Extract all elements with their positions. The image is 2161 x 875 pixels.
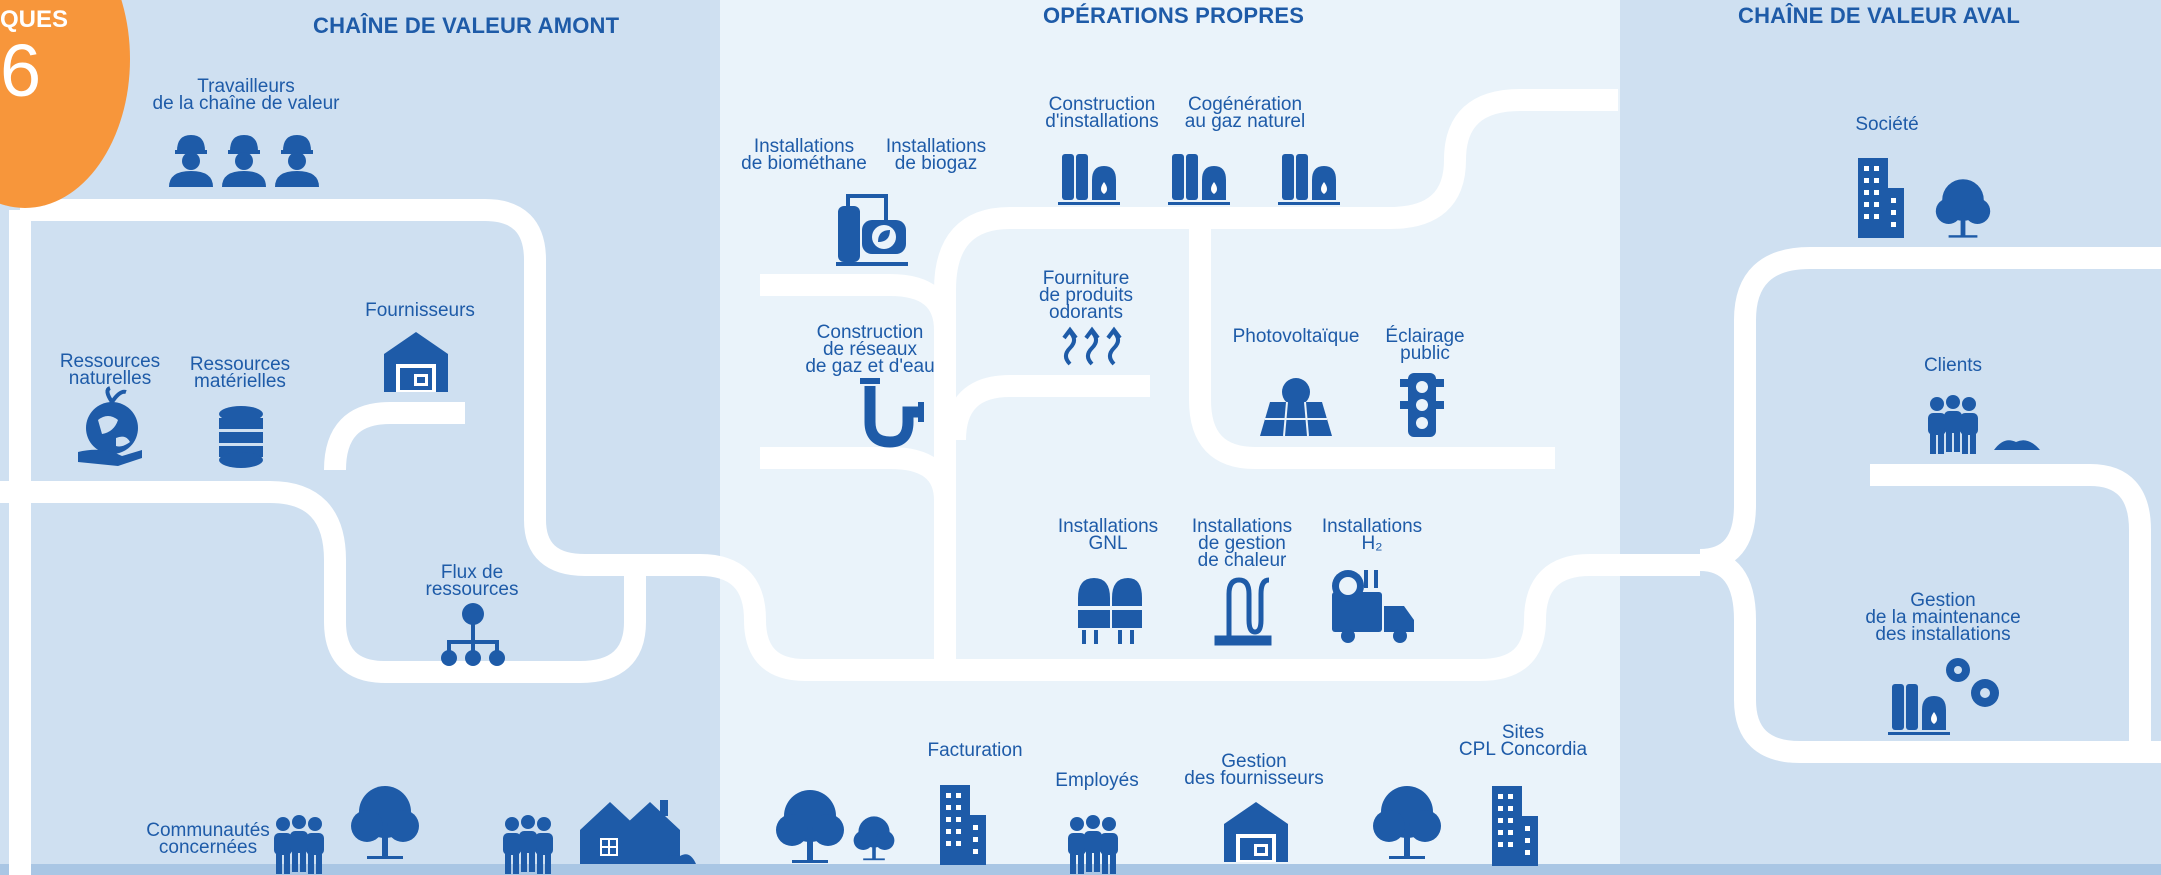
people-icon: [1068, 815, 1118, 874]
label-clients: Clients: [1923, 355, 1983, 376]
label-suppliers: Fournisseurs: [365, 300, 475, 321]
city-buildings-icon: [1492, 786, 1538, 866]
label-street-lighting: Éclairage public: [1385, 326, 1465, 364]
label-lng: Installations GNL: [1057, 516, 1159, 554]
warehouse-icon: [1224, 802, 1288, 862]
tree-icon: [1373, 786, 1441, 859]
downstream-panel: [1620, 0, 2161, 875]
earth-hand-icon: [78, 386, 142, 466]
biogas-plant-icon: [836, 194, 908, 266]
gears-icon: [1946, 658, 1999, 707]
label-communities: Communautés concernées: [146, 820, 270, 858]
road-mid-branch-1: [760, 274, 956, 331]
label-supplier-management: Gestion des fournisseurs: [1184, 751, 1324, 789]
label-cogeneration: Cogénération au gaz naturel: [1184, 94, 1306, 132]
label-employees: Employés: [1055, 770, 1139, 791]
badge-number: 6: [0, 29, 42, 112]
hierarchy-icon: [441, 603, 505, 666]
road-right-lower: [1699, 549, 2161, 763]
road-photovoltaic: [1189, 218, 1555, 469]
label-biomethane: Installations de biométhane: [741, 136, 867, 174]
road-clients: [1870, 464, 2151, 760]
road-right-loop: [1699, 247, 2161, 571]
label-maintenance: Gestion de la maintenance des installati…: [1865, 590, 2021, 645]
tree-icon: [853, 816, 895, 861]
tree-icon: [351, 786, 419, 859]
road-middle-trunk: [934, 89, 1618, 670]
label-workers: Travailleurs de la chaîne de valeur: [152, 76, 340, 114]
label-society: Société: [1855, 114, 1919, 135]
label-sites: Sites CPL Concordia: [1458, 722, 1588, 760]
gas-tanks-icon: [1058, 154, 1120, 205]
label-heat-management: Installations de gestion de chaleur: [1191, 516, 1293, 571]
label-natural-resources: Ressources naturelles: [59, 351, 161, 389]
gas-tanks-icon: [1278, 154, 1340, 205]
label-network-construction: Construction de réseaux de gaz et d'eau: [805, 322, 935, 377]
label-resource-flows: Flux de ressources: [425, 562, 519, 600]
people-icon: [1928, 395, 1978, 454]
label-material-resources: Ressources matérielles: [189, 354, 291, 392]
house-icon: [580, 800, 696, 864]
odor-waves-icon: [1062, 326, 1122, 366]
hydrogen-truck-icon: [1332, 570, 1414, 643]
traffic-light-icon: [1400, 373, 1444, 437]
gas-tanks-icon: [1888, 684, 1950, 735]
pipe-icon: [860, 378, 924, 448]
road-left-mid: [0, 481, 646, 683]
city-buildings-icon: [1858, 158, 1904, 238]
header-operations: OPÉRATIONS PROPRES: [1043, 3, 1305, 28]
label-odorants: Fourniture de produits odorants: [1038, 268, 1134, 323]
label-biogas: Installations de biogaz: [885, 136, 987, 174]
worker-icon: [275, 135, 319, 187]
header-upstream: CHAÎNE DE VALEUR AMONT: [313, 13, 620, 38]
road-top-left: [20, 199, 1700, 681]
workers-icons: [169, 135, 319, 187]
lng-tanks-icon: [1078, 578, 1142, 644]
heat-coil-icon: [1214, 577, 1272, 646]
label-billing: Facturation: [927, 740, 1023, 761]
label-hydrogen: Installations H₂: [1321, 516, 1423, 554]
label-photovoltaic: Photovoltaïque: [1232, 326, 1360, 347]
people-icon: [274, 815, 324, 874]
tree-icon: [776, 790, 844, 863]
tree-icon: [1935, 179, 1991, 238]
badge-text: QUES: [0, 6, 69, 33]
road-mid-branch-3: [944, 375, 1150, 441]
worker-icon: [222, 135, 266, 187]
gas-tanks-icon: [1168, 154, 1230, 205]
worker-icon: [169, 135, 213, 187]
header-downstream: CHAÎNE DE VALEUR AVAL: [1738, 3, 2021, 28]
road-mid-branch-2: [760, 447, 956, 501]
road-left-loop: [324, 402, 465, 471]
solar-panel-icon: [1260, 378, 1332, 437]
people-icon: [503, 815, 553, 874]
warehouse-icon: [384, 332, 448, 392]
database-icon: [219, 406, 263, 468]
cloud-mark: [1994, 440, 2040, 450]
office-building-icon: [940, 785, 986, 865]
label-installation-construction: Construction d'installations: [1045, 94, 1159, 132]
